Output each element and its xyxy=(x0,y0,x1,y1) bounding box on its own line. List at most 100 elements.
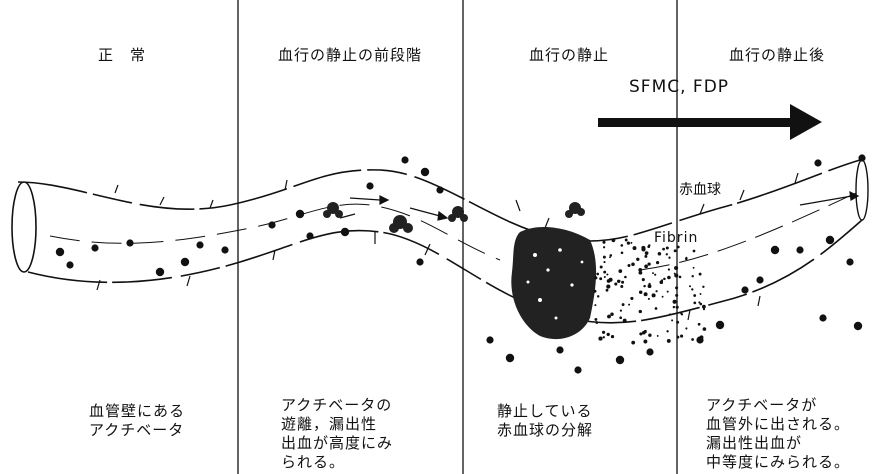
red-blood-cell xyxy=(295,209,305,219)
fibrin-dot xyxy=(647,245,651,249)
fibrin-dot xyxy=(665,246,669,250)
fibrin-dot xyxy=(674,265,679,271)
fibrin-dot xyxy=(644,254,648,258)
fibrin-dot xyxy=(644,264,648,269)
vessel-center-line xyxy=(49,203,501,261)
fibrin-dot xyxy=(675,305,679,309)
red-blood-cell xyxy=(505,353,515,363)
fibrin-dot xyxy=(652,272,654,275)
fibrin-dot xyxy=(693,301,697,305)
fibrin-dot xyxy=(610,312,614,316)
fibrin-dot xyxy=(702,327,707,331)
fibrin-dot xyxy=(702,285,705,288)
fibrin-dot xyxy=(624,238,628,242)
fibrin-dot xyxy=(702,308,706,311)
vessel-opening-right xyxy=(855,159,869,221)
fibrin-dot xyxy=(593,289,597,293)
red-blood-cell xyxy=(366,182,374,190)
fibrin-dot xyxy=(606,332,610,337)
fibrin-dot xyxy=(609,254,613,257)
fibrin-dot xyxy=(669,313,671,316)
fibrin-dot xyxy=(661,279,664,282)
stage-title-normal: 正 常 xyxy=(97,46,147,64)
fibrin-dot xyxy=(620,244,624,247)
red-blood-cell xyxy=(340,227,350,237)
stage-title-post-stasis: 血行の静止後 xyxy=(728,46,826,64)
fibrin-dot xyxy=(622,318,627,323)
fibrin-dot xyxy=(655,290,658,293)
fibrin-dot xyxy=(619,309,622,312)
red-blood-cell xyxy=(55,247,65,257)
fibrin-dot xyxy=(611,238,616,243)
red-blood-cell xyxy=(846,258,854,266)
fibrin-dot xyxy=(699,335,704,340)
fibrin-dot xyxy=(676,245,680,249)
fibrin-dot xyxy=(599,265,603,269)
fibrin-dot xyxy=(605,288,609,292)
fibrin-dot xyxy=(630,241,633,244)
fibrin-dot xyxy=(620,251,624,255)
fibrin-dot xyxy=(676,335,680,339)
red-blood-cell xyxy=(221,246,229,254)
fibrin-dot xyxy=(647,297,650,300)
red-blood-cell xyxy=(819,314,827,322)
red-blood-cell xyxy=(574,366,582,374)
big-arrow xyxy=(598,104,822,140)
fibrin-dot xyxy=(595,321,599,324)
fibrin-dot xyxy=(626,241,631,245)
red-blood-cell xyxy=(715,320,725,330)
fibrin-dot xyxy=(596,272,600,276)
fibrin-dot xyxy=(644,251,649,255)
fibrin-dot xyxy=(599,277,603,281)
fibrin-dot xyxy=(698,301,701,304)
fibrin-dot xyxy=(657,252,662,256)
fibrin-dot xyxy=(643,292,648,297)
fibrin-dot xyxy=(644,329,647,332)
fibrin-dot xyxy=(606,273,609,276)
fibrin-dot xyxy=(631,340,636,345)
fibrin-dot xyxy=(602,246,606,249)
stage-title-pre-stasis: 血行の静止の前段階 xyxy=(277,46,423,64)
fibrin-dot xyxy=(692,266,695,269)
fibrin-dot xyxy=(661,295,664,298)
fibrin-dot xyxy=(606,284,611,289)
fibrin-dot xyxy=(678,275,682,279)
red-blood-cell xyxy=(66,261,74,269)
fibrin-dot xyxy=(638,270,643,275)
fibrin-dot xyxy=(654,307,658,310)
platelet-aggregates xyxy=(323,202,585,233)
red-blood-cell xyxy=(180,257,190,267)
fibrin-dot xyxy=(624,275,627,279)
fibrin-dot xyxy=(656,334,659,337)
fibrin-dot xyxy=(663,277,666,281)
fibrin-dot xyxy=(602,240,606,244)
fibrin-dot xyxy=(662,247,665,251)
stage-description-post-stasis: アクチベータが 血管外に出される。 漏出性出血が 中等度にみられる。 xyxy=(706,396,851,471)
fibrin-dot xyxy=(666,338,671,343)
fibrin-dot xyxy=(659,280,664,285)
fibrin-dot xyxy=(618,269,623,273)
red-blood-cell xyxy=(796,246,804,254)
red-blood-cell xyxy=(126,239,134,247)
fibrin-dot xyxy=(665,253,668,256)
rbc-label: 赤血球 xyxy=(679,182,721,198)
fibrin-dot xyxy=(673,272,676,275)
stage-title-stasis: 血行の静止 xyxy=(528,46,610,64)
fibrin-label: Fibrin xyxy=(654,230,699,246)
fibrin-dot xyxy=(608,277,613,282)
vessel-opening xyxy=(11,181,37,273)
red-blood-cell xyxy=(756,276,764,284)
red-blood-cell xyxy=(436,186,444,194)
fibrin-dot xyxy=(675,293,679,297)
fibrin-dot xyxy=(656,261,660,265)
fibrin-dot xyxy=(667,275,671,280)
red-blood-cell xyxy=(268,221,276,229)
fibrin-dot xyxy=(602,336,605,339)
vessel-lower-wall xyxy=(27,219,863,324)
fibrin-dot xyxy=(654,273,657,276)
fibrin-dot xyxy=(603,270,607,274)
fibrin-dot xyxy=(697,322,701,326)
fibrin-dot xyxy=(676,320,680,324)
red-blood-cell xyxy=(615,355,625,365)
